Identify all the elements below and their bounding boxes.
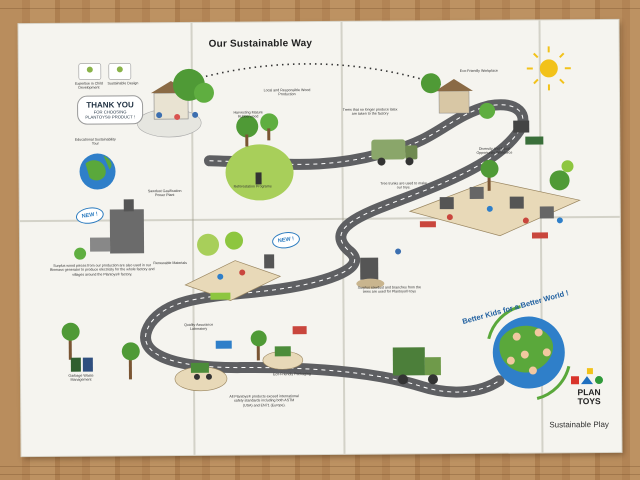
caption-sustainable-design: Sustainable Design (107, 81, 139, 86)
renewable-materials-platform (184, 231, 282, 302)
caption-eco-packaging: Eco-Friendly Packaging (272, 372, 311, 377)
sustainability-poster: Our Sustainable Way THANK YOU FOR CHOOSI… (18, 19, 622, 457)
quality-lab (174, 340, 232, 392)
caption-surplus-branches: Surplus sawdust and branches from the tr… (357, 285, 422, 294)
poster-title: Our Sustainable Way (208, 38, 313, 50)
caption-quality: Quality Assurance Laboratory (184, 322, 214, 332)
earth-globe-icon (79, 153, 116, 190)
caption-trunks: Tree trunks are used to make our toys. (380, 181, 428, 190)
palm-tree (61, 159, 499, 380)
garbage-bins (70, 357, 93, 372)
eco-workplace-building (420, 73, 544, 145)
caption-diversity: Diversity and Equal Opportunity Workforc… (476, 146, 513, 156)
expertise-icons (78, 63, 132, 80)
wood-grain (0, 466, 640, 467)
green-delivery-truck (392, 347, 441, 385)
sawdust-machine (356, 248, 402, 289)
caption-expertise: Expertise in Child Development (74, 81, 103, 90)
kids-globe-icon (487, 305, 571, 400)
eco-packaging-station (262, 326, 307, 370)
toy-factory-platform (408, 160, 581, 239)
caption-eco-workplace: Eco-Friendly Workplace (459, 68, 498, 74)
caption-safety: All Plantoys® products exceed internatio… (229, 394, 299, 408)
delivery-truck (371, 139, 418, 166)
caption-harvesting: Harvesting Mature Rubberwood (233, 110, 263, 119)
caption-surplus-wood: Surplus wood pieces from our production … (49, 263, 155, 277)
wood-grain (0, 8, 640, 9)
design-studio-building (136, 68, 214, 138)
illustration-map (61, 46, 603, 400)
brand-logo-text: PLAN TOYS (571, 387, 607, 407)
wood-grain (0, 474, 640, 475)
sun-icon (526, 46, 571, 91)
thank-you-bubble: THANK YOU FOR CHOOSING PLANTOYS® PRODUCT… (77, 95, 144, 125)
caption-local-wood: Local and Responsible Wood Production (263, 88, 311, 97)
caption-trees-no-longer: Trees that no longer produce latex are t… (342, 107, 398, 117)
caption-garbage: Garbage Waste Management (68, 373, 94, 383)
caption-biomass: Sawdust Gasification Power Plant (147, 188, 182, 198)
tagline: Sustainable Play (549, 419, 609, 430)
thank-you-heading: THANK YOU (86, 100, 134, 110)
brand-line-2: TOYS (577, 396, 601, 407)
thank-you-line-2: PLANTOYS® PRODUCT ! (85, 114, 135, 120)
caption-education: Educational Sustainability Tour (74, 137, 116, 146)
caption-reforestation: Reforestation Programs (233, 184, 272, 189)
plantoys-logo-icon (570, 368, 603, 385)
winding-road (140, 99, 529, 398)
biomass-power-plant (74, 199, 145, 260)
reforestation-hill (225, 113, 294, 201)
caption-renewable: Renewable Materials (153, 260, 187, 266)
